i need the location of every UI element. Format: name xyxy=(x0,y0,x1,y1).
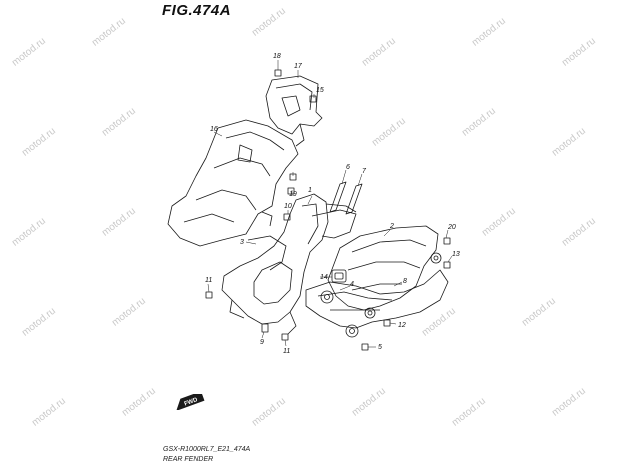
callout-19: 19 xyxy=(289,191,297,198)
figure-title: FIG.474A xyxy=(162,2,232,19)
callout-12: 12 xyxy=(398,322,406,329)
callout-16: 16 xyxy=(210,126,218,133)
grommets xyxy=(320,252,442,338)
callout-14: 14 xyxy=(320,274,328,281)
fwd-arrow-icon: FWD xyxy=(176,394,205,410)
callout-2: 2 xyxy=(389,223,394,230)
part-4-mud-guard xyxy=(305,269,449,329)
callout-labels: 1 2 3 4 5 6 7 8 9 10 11 11 12 13 14 15 1… xyxy=(205,53,460,355)
callout-17: 17 xyxy=(294,63,303,70)
callout-11b: 11 xyxy=(283,348,290,355)
part-17-bracket xyxy=(265,75,323,147)
callout-5: 5 xyxy=(378,344,382,351)
part-2-fender-cover xyxy=(327,225,439,311)
callout-8: 8 xyxy=(403,278,407,285)
caption-model-code: GSX-R1000RL7_E21_474A xyxy=(163,446,251,453)
callout-3: 3 xyxy=(240,239,244,246)
callout-10: 10 xyxy=(284,203,292,210)
caption-part-name: REAR FENDER xyxy=(163,456,214,463)
bolts xyxy=(205,69,451,351)
callout-15: 15 xyxy=(316,87,324,94)
callout-11a: 11 xyxy=(205,277,212,284)
leader-lines xyxy=(207,60,453,348)
callout-20: 20 xyxy=(447,224,456,231)
callout-7: 7 xyxy=(362,168,367,175)
part-3-plate xyxy=(247,235,287,271)
fwd-label: FWD xyxy=(184,397,200,408)
part-6-strip xyxy=(329,181,347,213)
callout-6: 6 xyxy=(346,164,350,171)
callout-18: 18 xyxy=(273,53,281,60)
part-14-grommet xyxy=(331,269,347,283)
callout-9: 9 xyxy=(260,339,264,346)
callout-13: 13 xyxy=(452,251,460,258)
callout-1: 1 xyxy=(308,187,312,194)
part-1-main-frame xyxy=(221,193,357,335)
part-7-strip xyxy=(345,183,363,215)
part-16-inner-fender xyxy=(167,119,299,247)
callout-4: 4 xyxy=(350,281,354,288)
